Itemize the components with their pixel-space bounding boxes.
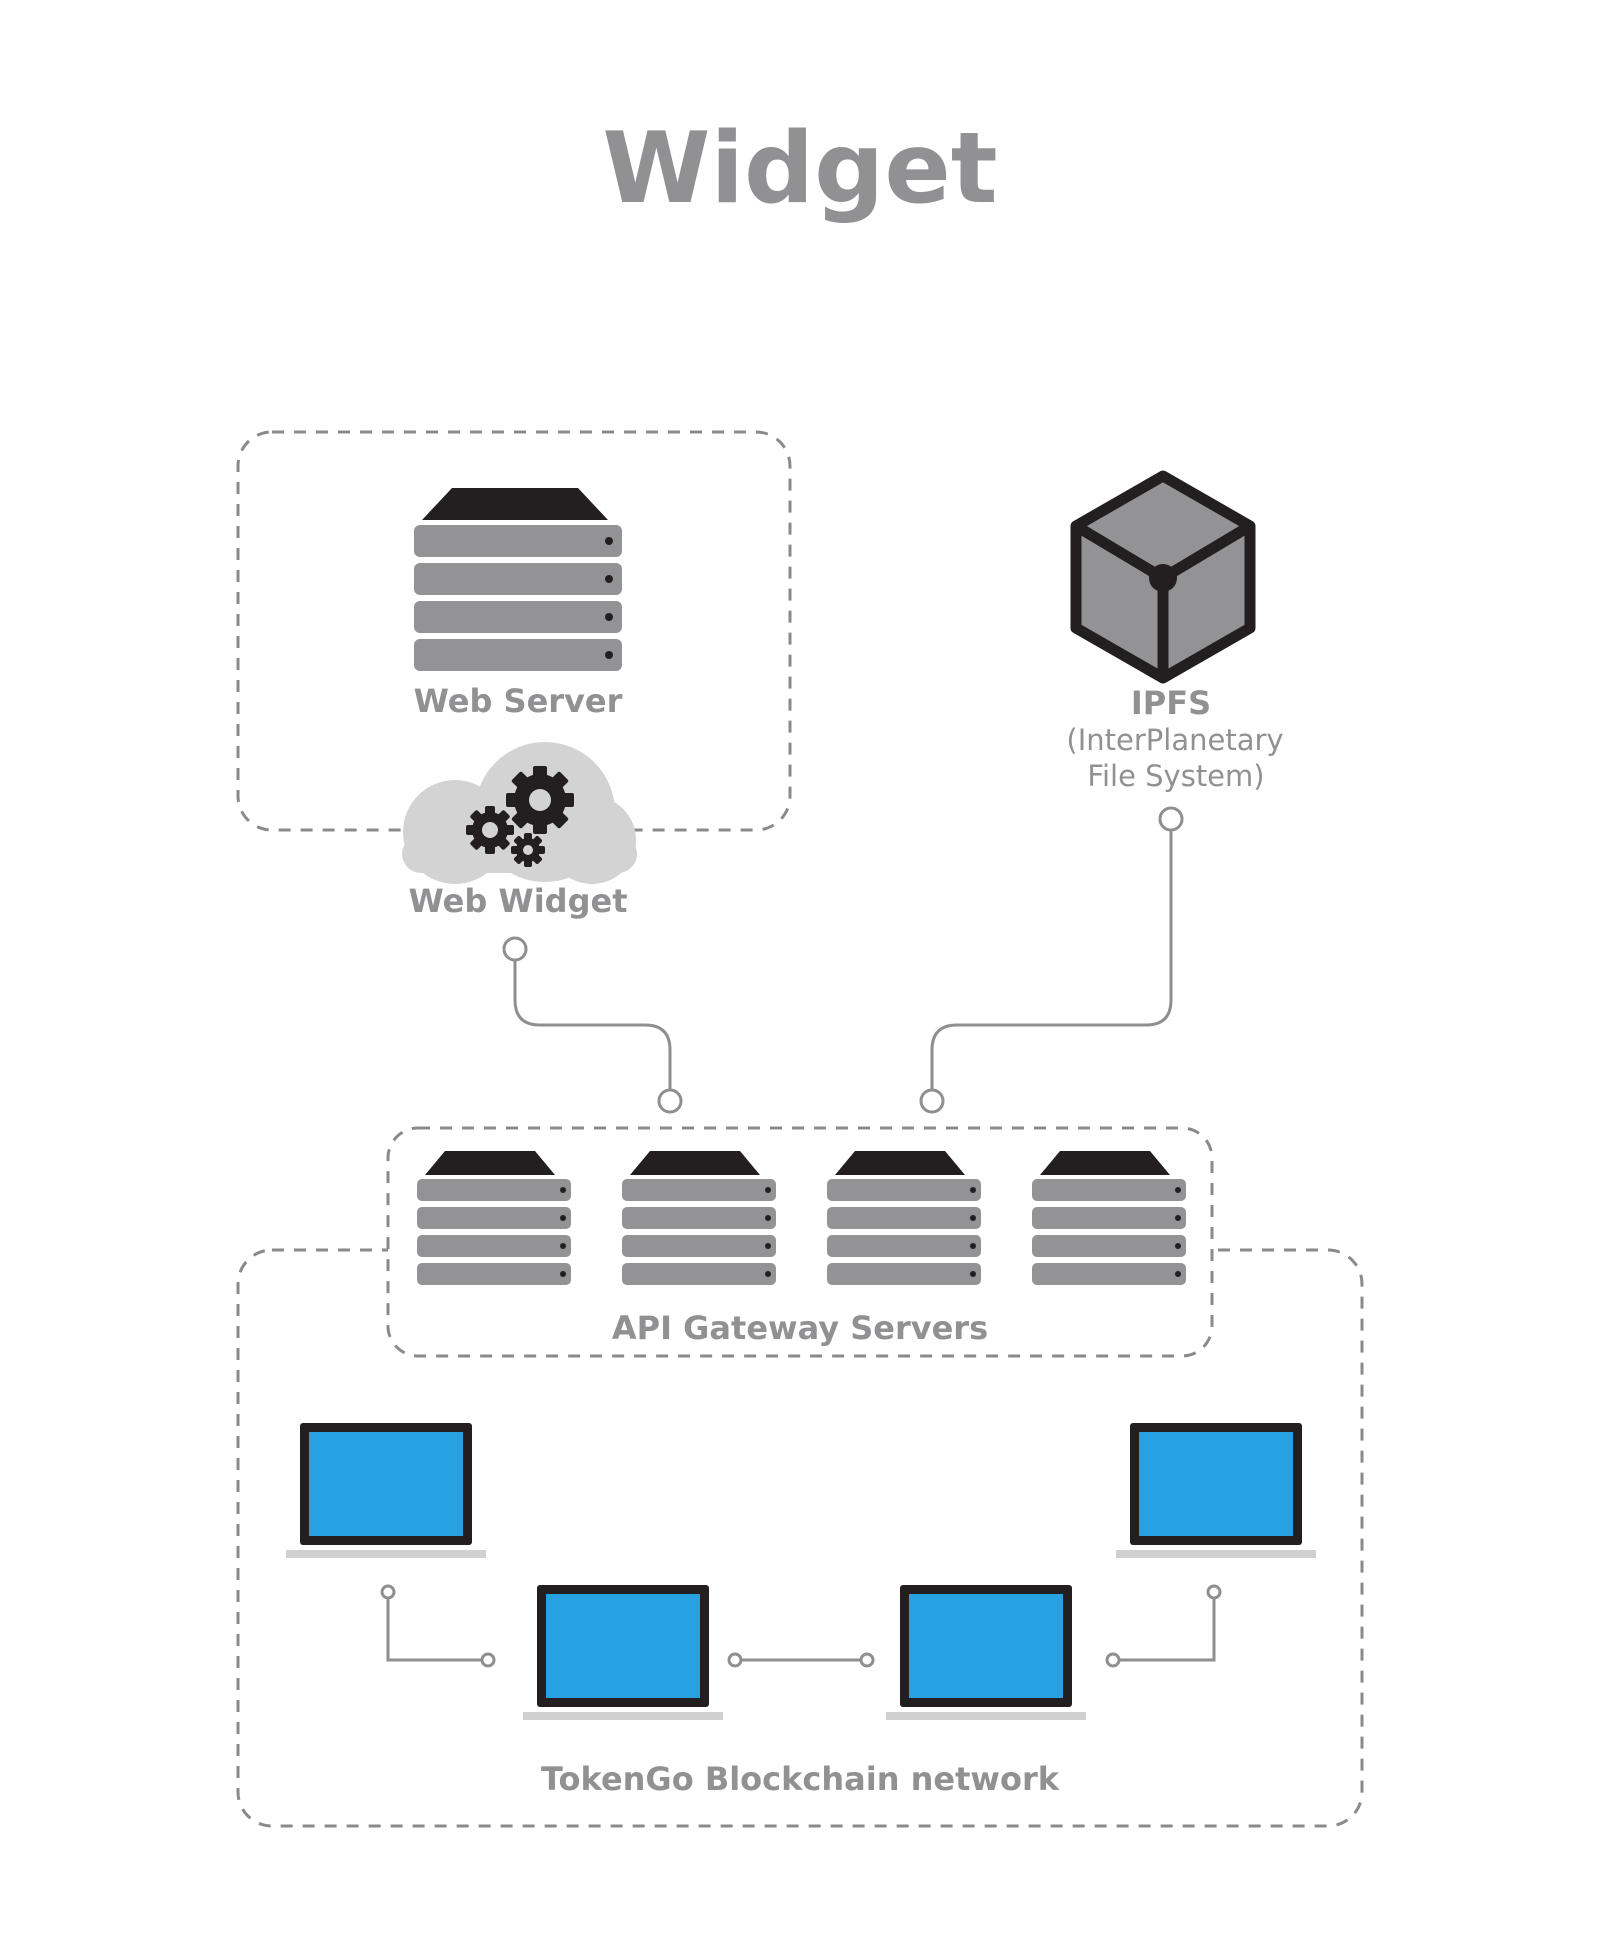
widget-gateway-connector <box>502 936 683 1114</box>
blockchain-network-label: TokenGo Blockchain network <box>541 1760 1060 1798</box>
gateway-server-icon <box>622 1151 776 1285</box>
ipfs-label: IPFS <box>1131 684 1211 722</box>
ipfs-description-line-1: (InterPlanetary <box>1066 723 1283 757</box>
ipfs-gateway-connector <box>919 806 1184 1114</box>
web-server-group-border <box>236 430 792 832</box>
server-rack-icon <box>414 488 622 671</box>
link-laptop-3-laptop-4 <box>1105 1584 1222 1668</box>
laptop-icon <box>286 1423 486 1558</box>
laptop-icon <box>886 1585 1086 1720</box>
api-gateway-node: API Gateway Servers <box>417 1151 1186 1347</box>
web-server-node: Web Server <box>414 488 623 720</box>
laptop-icon <box>1116 1423 1316 1558</box>
link-laptop-1-laptop-2 <box>380 1584 496 1668</box>
gateway-server-icon <box>827 1151 981 1285</box>
api-gateway-label: API Gateway Servers <box>612 1309 988 1347</box>
blockchain-links <box>380 1584 1222 1668</box>
link-laptop-2-laptop-3 <box>727 1652 875 1668</box>
api-gateway-group-border <box>386 1126 1214 1358</box>
cube-icon <box>1070 470 1256 684</box>
page-title: Widget <box>602 112 997 226</box>
ipfs-node: IPFS (InterPlanetary File System) <box>1066 470 1284 793</box>
laptop-icon <box>523 1585 723 1720</box>
cloud-gears-icon <box>402 742 637 884</box>
gateway-server-icon <box>1032 1151 1186 1285</box>
gateway-server-group <box>417 1151 1186 1285</box>
web-server-label: Web Server <box>414 682 623 720</box>
ipfs-description-line-2: File System) <box>1087 759 1264 793</box>
web-widget-label: Web Widget <box>409 882 628 920</box>
gateway-server-icon <box>417 1151 571 1285</box>
medium-gear-icon <box>466 806 514 854</box>
large-gear-icon <box>506 766 574 834</box>
web-widget-node: Web Widget <box>402 742 637 920</box>
blockchain-laptops <box>286 1423 1316 1720</box>
small-gear-icon <box>511 833 545 867</box>
